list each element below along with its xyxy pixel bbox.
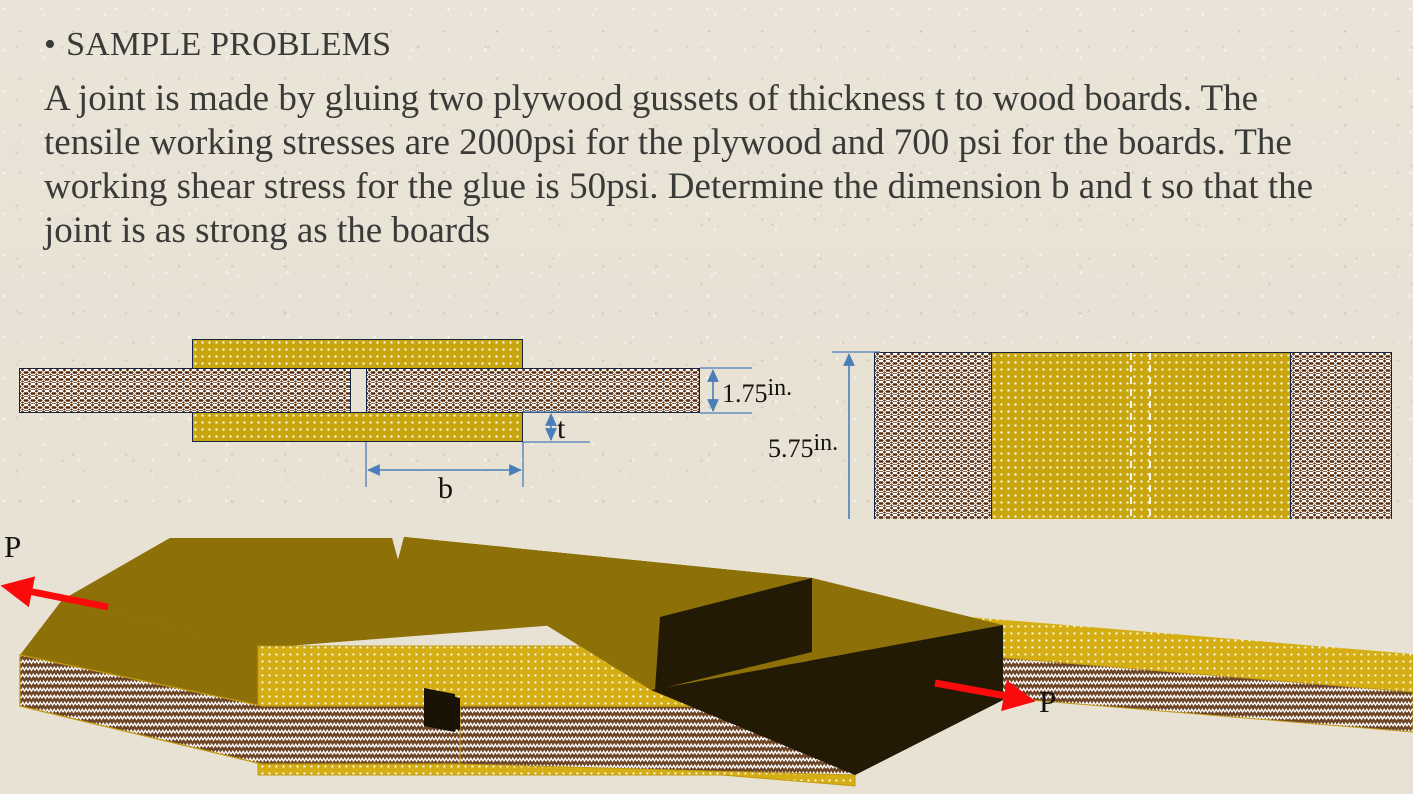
side-view-right-board — [366, 368, 700, 413]
dim-label-section-width: 5.75in. — [768, 430, 838, 464]
iso-left-board-left-wedge — [20, 600, 262, 706]
force-arrow-left-icon — [0, 576, 109, 611]
slide-heading: •SAMPLE PROBLEMS — [44, 24, 1344, 67]
iso-left-top-slab — [20, 537, 812, 706]
force-arrow-left-icon — [1, 576, 111, 612]
iso-near-lower-gusset-right — [721, 715, 856, 787]
iso-lower-board — [258, 650, 868, 775]
iso-left-slab-top-2 — [20, 537, 815, 706]
iso-right-near-slab-dark2 — [812, 578, 1003, 700]
dim-label-b: b — [438, 472, 453, 505]
iso-right-board-lower-hatch — [321, 706, 856, 763]
iso-left-board-front-hatch — [19, 654, 723, 765]
section-view-gusset-face — [991, 352, 1291, 535]
iso-far-upper-gusset-strip — [718, 596, 1413, 692]
iso-mid-upper-gusset — [718, 596, 1413, 695]
iso-front-board-strip — [20, 655, 740, 764]
iso-right-slab-dark-end — [651, 625, 1003, 775]
iso-near-slab-left-edge — [20, 600, 262, 706]
force-arrow-left-icon — [3, 577, 109, 612]
dim-value-1-75: 1.75 — [722, 379, 768, 409]
iso-right-board-end-face — [651, 625, 1003, 775]
iso-left-slab-edge — [20, 655, 262, 706]
iso-near-board-hatch — [19, 654, 741, 765]
dim-label-t: t — [557, 412, 566, 445]
iso-right-board-top — [404, 537, 1003, 691]
iso-left-board-front-edge — [19, 654, 741, 763]
iso-near-slab-top-b — [62, 537, 660, 690]
force-arrow-right-icon — [934, 679, 1036, 712]
dim-label-board-depth: 1.75in. — [722, 375, 792, 409]
iso-right-board — [404, 537, 1003, 699]
dim-section-width — [832, 351, 880, 536]
dim-unit-in: in. — [767, 375, 793, 401]
force-arrow-right-icon — [937, 680, 1037, 712]
iso-right-board-dark-side — [812, 578, 1003, 700]
side-view-left-board — [19, 368, 351, 413]
side-view-upper-gusset — [192, 339, 523, 369]
bullet-point-icon: • — [44, 26, 57, 63]
iso-near-lower-gusset-strip — [258, 716, 700, 784]
iso-right-slab-top — [404, 537, 1003, 690]
iso-left-board-top-face — [62, 537, 812, 648]
iso-left-board-front-hatch-right — [721, 705, 856, 776]
iso-slab-gap-shadow — [655, 578, 812, 690]
dim-unit-in-2: in. — [813, 430, 839, 456]
iso-joint-notch — [425, 690, 460, 730]
iso-right-lower-gusset-band — [258, 716, 855, 780]
iso-near-lower-gusset — [257, 715, 723, 776]
side-view-lower-gusset — [192, 412, 523, 442]
iso-near-board-front-hatch-top — [19, 654, 461, 765]
text-block: •SAMPLE PROBLEMS A joint is made by glui… — [44, 24, 1344, 253]
iso-near-upper-gusset — [257, 645, 723, 707]
iso-left-board-front-top-band — [20, 645, 722, 706]
iso-left-upper-gusset — [20, 655, 262, 706]
iso-right-gusset-far — [718, 597, 1413, 700]
iso-near-slab-top — [62, 537, 812, 690]
iso-lower-right-gusset — [258, 716, 660, 760]
iso-right-board-top-face — [404, 537, 1003, 690]
dim-value-5-75: 5.75 — [768, 434, 814, 464]
iso-near-board-hatch2 — [19, 654, 741, 765]
iso-joint-gap-2 — [424, 688, 455, 732]
problem-statement: A joint is made by gluing two plywood gu… — [44, 77, 1314, 251]
iso-far-board-band — [717, 633, 1413, 733]
heading-text: SAMPLE PROBLEMS — [66, 26, 392, 63]
iso-right-near-slab-top — [404, 537, 1003, 691]
force-label-right: P — [1039, 684, 1057, 719]
iso-left-board-top-face-main — [62, 537, 812, 648]
iso-joint-gap-shadow — [655, 578, 812, 690]
iso-left-slab-top — [60, 537, 812, 690]
iso-far-right-board-top — [260, 537, 812, 690]
force-arrow-right-icon — [934, 679, 1035, 711]
section-view-left-board-end — [874, 352, 992, 535]
iso-joint-gap — [425, 690, 460, 730]
iso-far-board-hatch-visible — [459, 705, 856, 776]
iso-force-arrows — [3, 577, 1037, 712]
force-label-left: P — [4, 529, 22, 564]
section-view-right-board-end — [1290, 352, 1392, 535]
iso-right-near-slab-dark — [651, 625, 1003, 775]
iso-near-upper-gusset — [258, 646, 718, 706]
